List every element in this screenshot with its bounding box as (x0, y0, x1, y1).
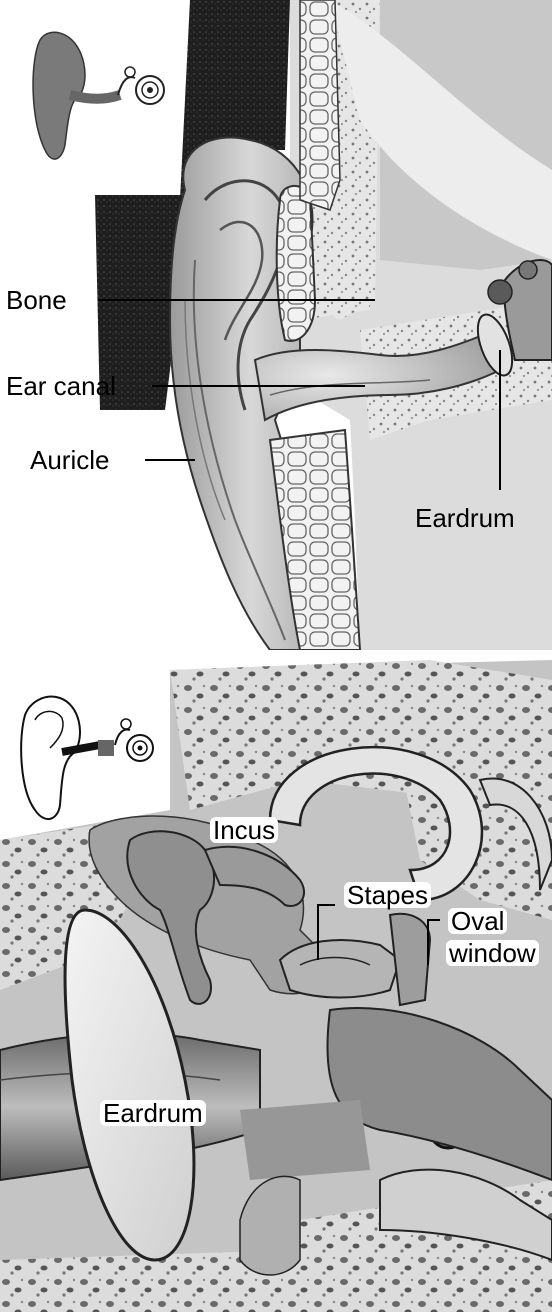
label-bone: Bone (6, 287, 67, 313)
stapes-shape (280, 940, 400, 998)
outer-ear-illustration (0, 0, 552, 650)
middle-ear-illustration (0, 660, 552, 1312)
label-oval: Oval (448, 908, 507, 934)
label-eardrum-top: Eardrum (415, 505, 515, 531)
label-incus: Incus (210, 817, 278, 843)
label-window: window (446, 940, 539, 966)
middle-ear-panel: Incus Stapes Oval window Eardrum (0, 660, 552, 1312)
outer-ear-panel: Bone Ear canal Auricle Eardrum (0, 0, 552, 650)
label-ear-canal: Ear canal (6, 373, 116, 399)
label-auricle: Auricle (30, 447, 109, 473)
inset-ear-icon (33, 32, 164, 159)
label-eardrum-bottom: Eardrum (100, 1100, 206, 1126)
label-stapes: Stapes (344, 882, 431, 908)
